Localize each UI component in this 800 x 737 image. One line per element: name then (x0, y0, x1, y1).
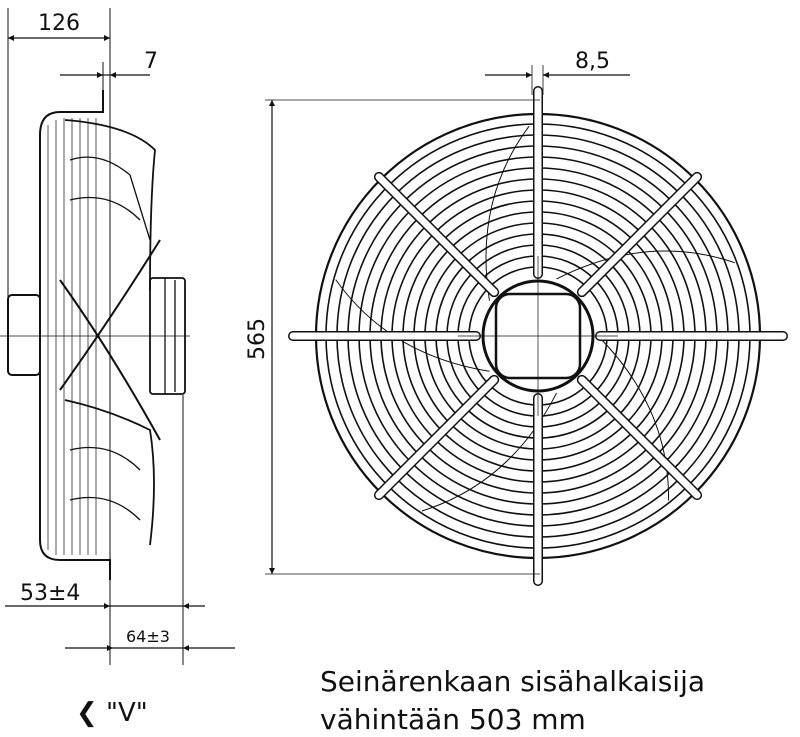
side-dimension-lines (5, 35, 235, 651)
front-dimension-lines (265, 65, 630, 575)
guard-spoke-inner (578, 173, 701, 296)
caption-line-2: vähintään 503 mm (320, 703, 586, 736)
fan-blade (597, 335, 670, 501)
dim-8-5: 8,5 (575, 49, 610, 74)
dim-7: 7 (144, 49, 158, 74)
guard-spoke-inner (375, 376, 498, 499)
dim-64: 64±3 (126, 627, 170, 646)
guard-spoke-inner (375, 173, 498, 296)
dim-565: 565 (245, 318, 270, 360)
dim-126: 126 (38, 11, 80, 36)
fan-blade (556, 250, 735, 280)
dim-53: 53±4 (20, 581, 80, 606)
caption-line-1: Seinärenkaan sisähalkaisija (320, 665, 705, 698)
front-view (288, 86, 788, 586)
fan-blade (485, 125, 530, 301)
fan-blade (421, 392, 557, 512)
view-label: ❮ "V" (76, 698, 148, 728)
guard-spoke-inner (578, 376, 701, 499)
side-view (0, 8, 190, 665)
